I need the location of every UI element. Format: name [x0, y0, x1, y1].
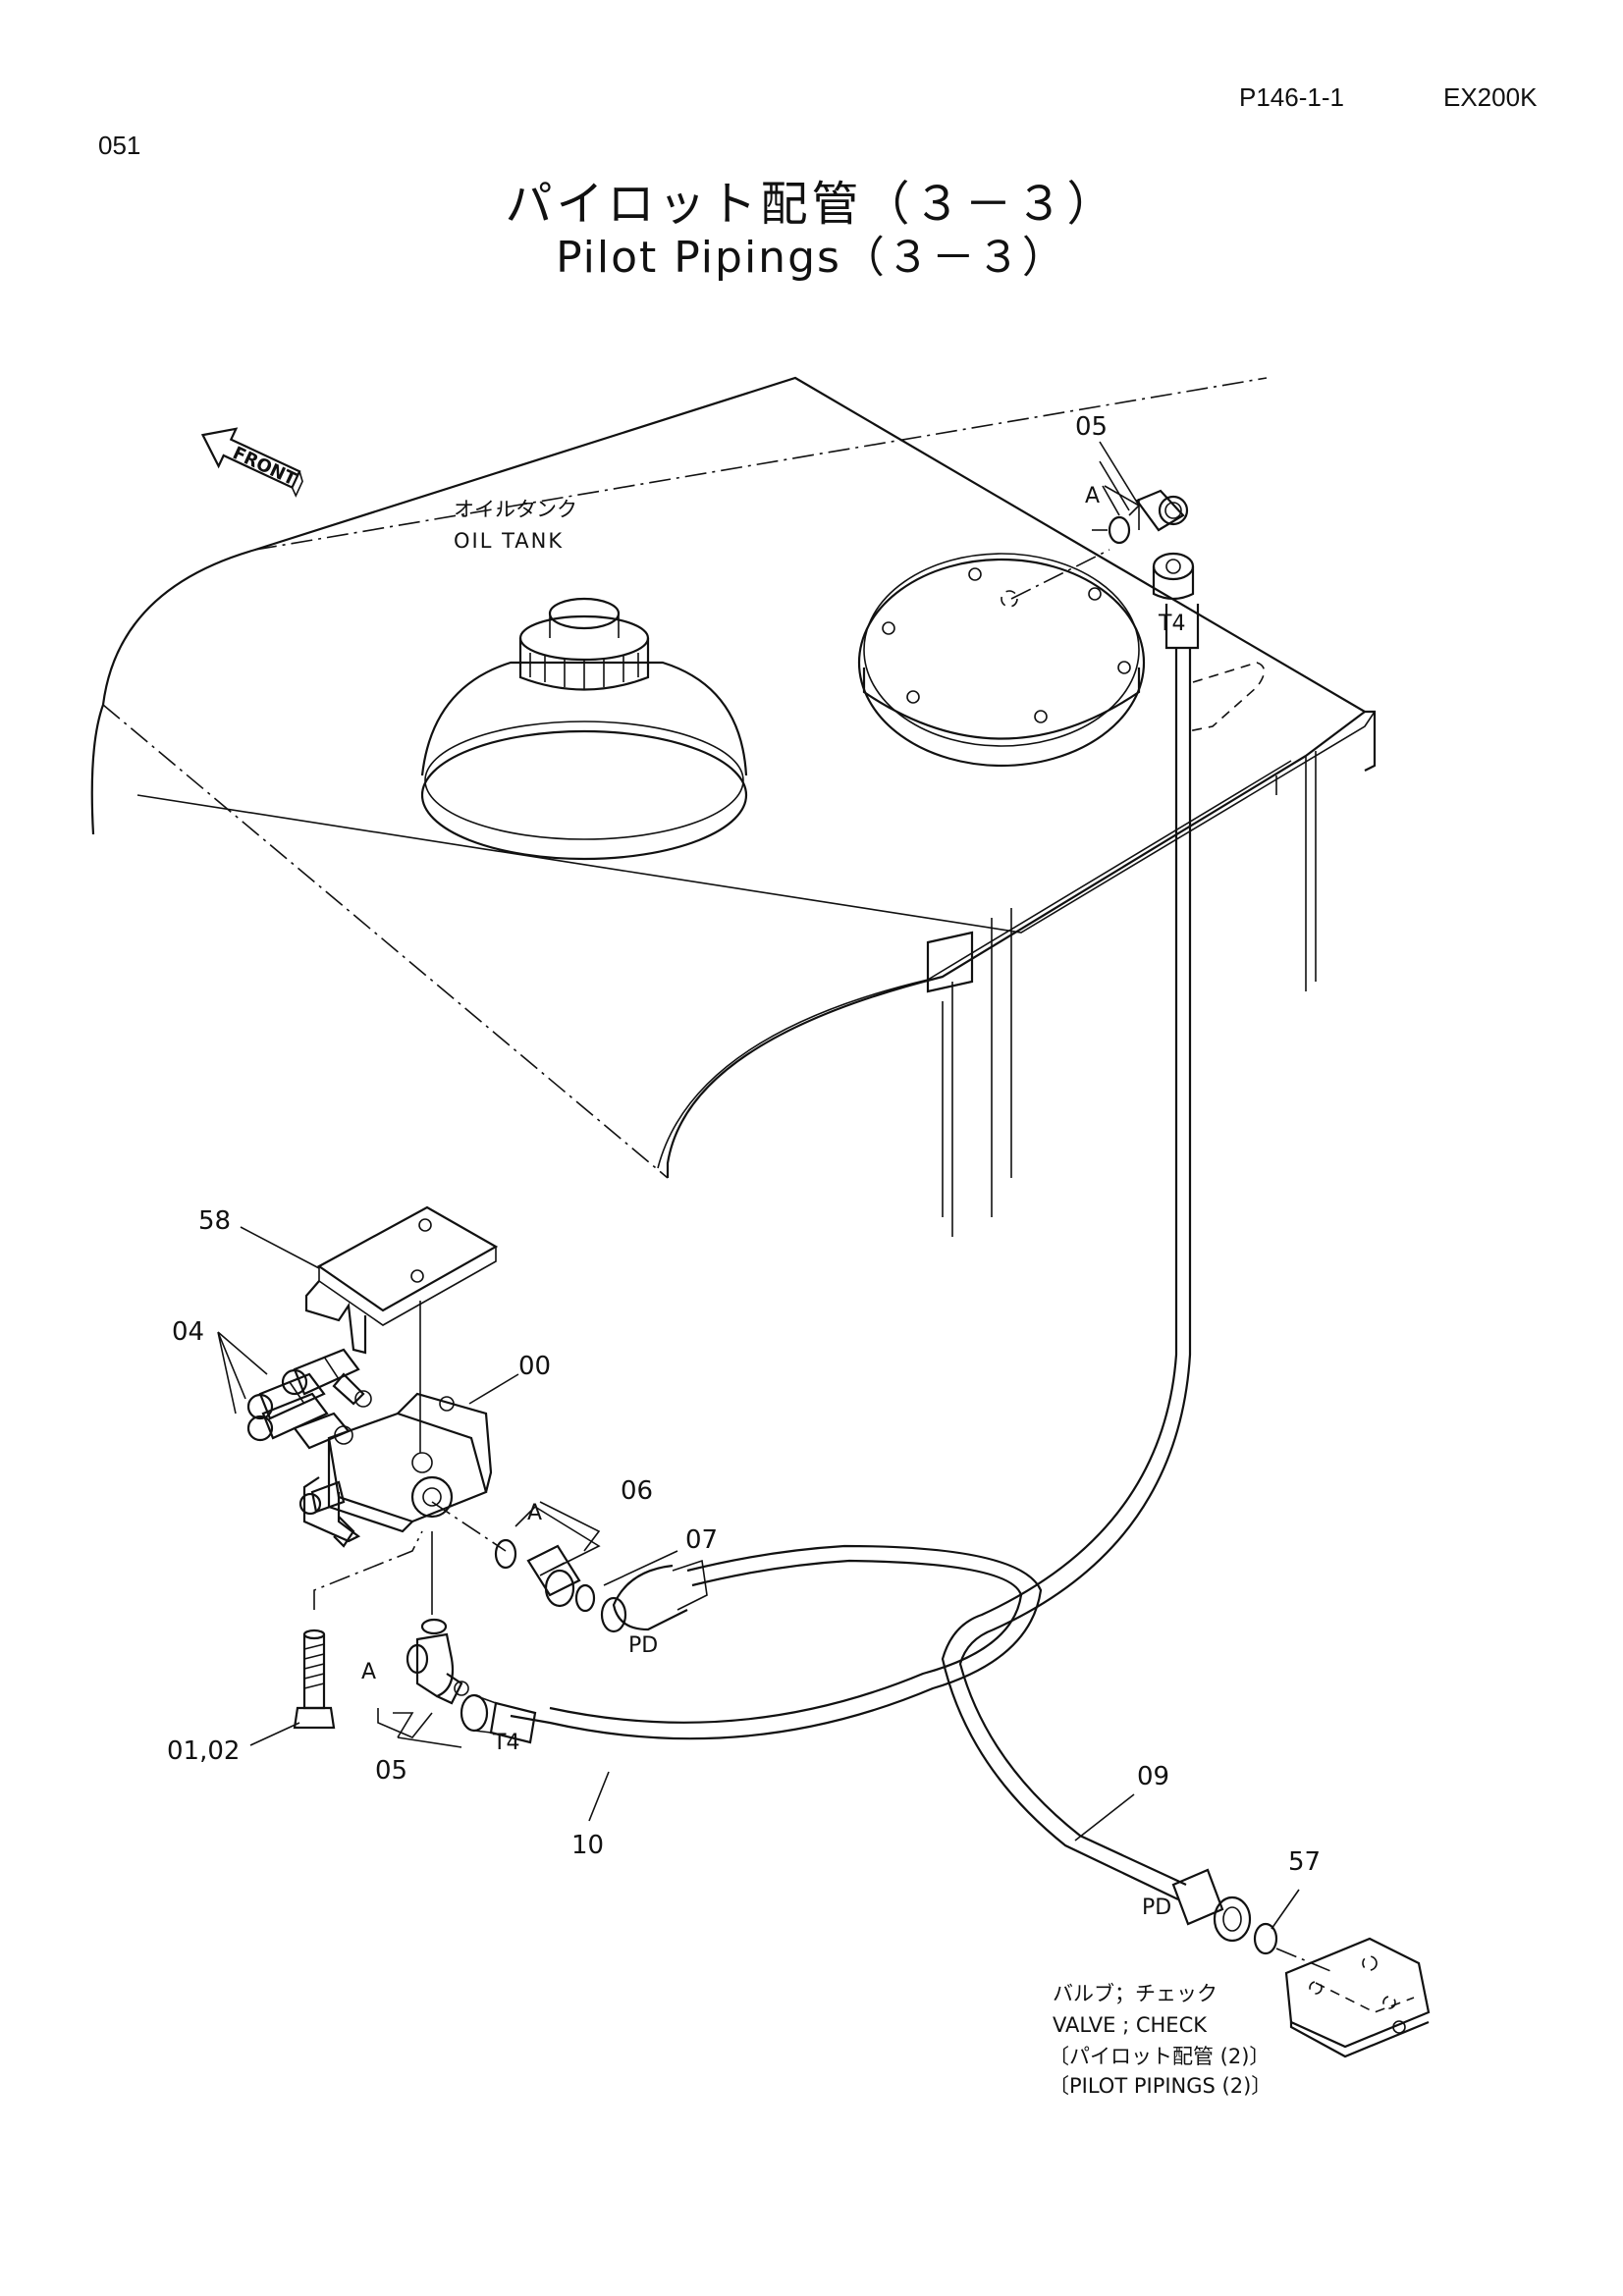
- callout-04: 04: [172, 1317, 204, 1347]
- callout-01-02: 01,02: [167, 1736, 240, 1766]
- valve-label-en: VALVE ; CHECK: [1053, 2013, 1208, 2037]
- callout-05-bottom: 05: [375, 1756, 407, 1786]
- reference-code: P146-1-1: [1239, 82, 1344, 112]
- axis-line-bolt: [313, 1530, 423, 1610]
- reference-label-en: 〔PILOT PIPINGS (2)〕: [1049, 2074, 1271, 2098]
- bracket-a-top: [1104, 485, 1140, 516]
- ring-label-a-mid: A: [527, 1501, 542, 1525]
- front-arrow-icon: FRONT: [200, 427, 303, 498]
- o-ring-57: [1253, 1922, 1278, 1955]
- callout-05-top: 05: [1075, 412, 1108, 442]
- axis-line-mid: [431, 1501, 507, 1552]
- bracket-a-bottom: [377, 1708, 433, 1738]
- model-code: EX200K: [1443, 82, 1538, 112]
- o-ring-07: [574, 1583, 596, 1613]
- bracket-a-mid: [539, 1501, 601, 1552]
- port-label-pd-mid: PD: [628, 1633, 658, 1658]
- connector-06: [494, 1538, 581, 1608]
- oil-tank: [90, 376, 1377, 1237]
- front-label: FRONT: [230, 443, 300, 490]
- callout-58: 58: [198, 1206, 231, 1236]
- callout-10: 10: [571, 1831, 604, 1860]
- check-valve-block: [1275, 1937, 1431, 2058]
- oil-tank-label-en: OIL TANK: [454, 529, 564, 553]
- title-english: Pilot Pipings（３－３）: [556, 233, 1067, 283]
- page-number: 051: [98, 131, 141, 160]
- port-label-t4-top: T4: [1158, 612, 1185, 636]
- ring-label-a-top: A: [1085, 484, 1100, 508]
- pd-nut-bottom: [1171, 1868, 1252, 1943]
- elbow-fitting-bottom: [406, 1531, 469, 1705]
- port-label-t4-bottom: T4: [492, 1731, 519, 1755]
- title-japanese: パイロット配管（３－３）: [505, 177, 1118, 232]
- bolt-01-02: [293, 1629, 336, 1730]
- plug-fitting: [298, 1480, 355, 1548]
- hose-10: [460, 1544, 1043, 1744]
- callout-57: 57: [1288, 1847, 1321, 1877]
- callout-09: 09: [1137, 1762, 1169, 1791]
- ring-label-a-bottom: A: [361, 1660, 376, 1684]
- filler-cap: [420, 597, 748, 861]
- valve-block-00: [302, 1392, 493, 1543]
- reference-label-ja: 〔パイロット配管 (2)〕: [1049, 2045, 1270, 2068]
- hose-09: [941, 604, 1200, 1900]
- oil-tank-label-ja: オイルタンク: [454, 498, 577, 521]
- leader-lines: [217, 441, 1300, 1930]
- elbow-fitting-top: [1092, 489, 1195, 601]
- bracket-plate-58: [304, 1205, 499, 1453]
- callout-06: 06: [621, 1476, 653, 1506]
- callout-07: 07: [685, 1525, 718, 1555]
- valve-label-ja: バルブ；チェック: [1053, 1982, 1217, 2005]
- port-label-pd-bottom: PD: [1142, 1896, 1171, 1920]
- check-valves-04: [246, 1348, 372, 1450]
- callout-00: 00: [518, 1352, 551, 1381]
- tank-cover-plate: [857, 549, 1146, 768]
